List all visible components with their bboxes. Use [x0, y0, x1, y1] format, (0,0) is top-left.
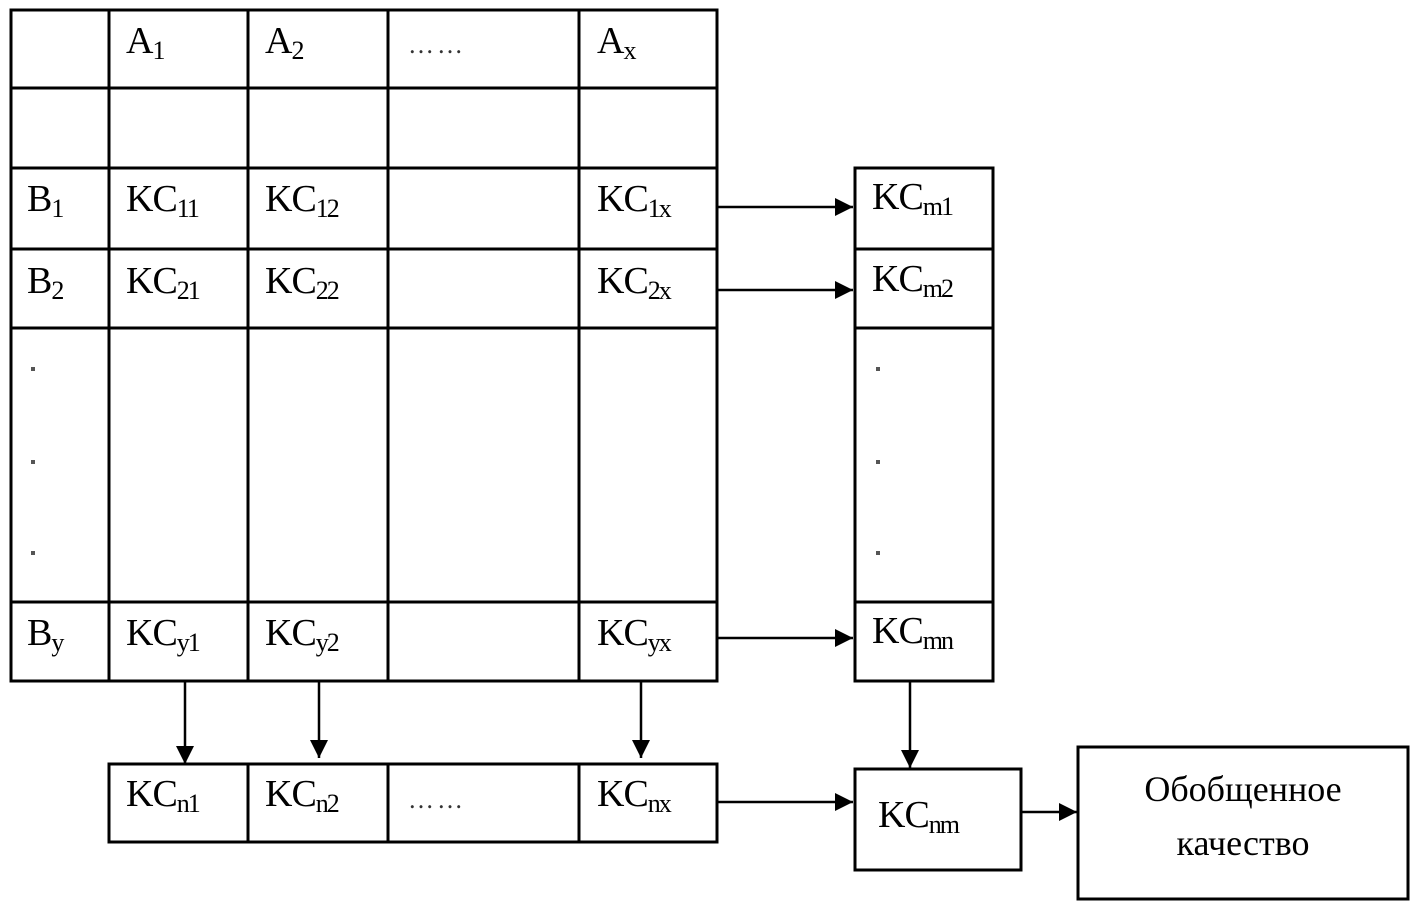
row-header-b1: B1: [27, 178, 64, 223]
ellipsis-dot: [876, 367, 880, 371]
row-aggregate-border: [853, 166, 995, 683]
cell-kcy2: KCy2: [265, 612, 340, 657]
cell-kc12: KC12: [265, 178, 340, 223]
combined-box: [853, 767, 1023, 872]
ellipsis-dot: [31, 367, 35, 371]
cell-kcyx: KCyx: [597, 612, 672, 657]
matrix-border: [9, 8, 719, 683]
ellipsis-dot: [876, 460, 880, 464]
row-header-by: By: [27, 612, 64, 657]
result-box: [1076, 745, 1410, 901]
cell-kc1x: KC1x: [597, 178, 672, 223]
column-header-a2: A2: [265, 20, 304, 65]
cell-kc11: KC11: [126, 178, 200, 223]
column-header-ax: Ax: [597, 20, 636, 65]
cell-kc22: KC22: [265, 260, 340, 305]
cell-kc21: KC21: [126, 260, 201, 305]
column-aggregate-kcn1: KCn1: [126, 773, 201, 818]
ellipsis-dot: [31, 551, 35, 555]
column-aggregate-kcn2: KCn2: [265, 773, 340, 818]
combined-kcnm: KCnm: [878, 794, 960, 839]
column-aggregate-ellipsis: ……: [408, 785, 466, 814]
ellipsis-dot: [31, 460, 35, 464]
result-label-line1: Обобщенное: [1144, 769, 1342, 809]
row-aggregate-kcmn: KCmn: [872, 610, 954, 655]
ellipsis-dot: [876, 551, 880, 555]
cell-kcy1: KCy1: [126, 612, 201, 657]
cell-kc2x: KC2x: [597, 260, 672, 305]
column-header-ellipsis: ……: [408, 30, 466, 59]
row-header-b2: B2: [27, 260, 64, 305]
result-label-line2: качество: [1176, 823, 1310, 863]
column-aggregate-kcnx: KCnx: [597, 773, 672, 818]
column-header-a1: A1: [126, 20, 165, 65]
row-aggregate-kcm2: KCm2: [872, 258, 954, 303]
row-aggregate-kcm1: KCm1: [872, 176, 954, 221]
